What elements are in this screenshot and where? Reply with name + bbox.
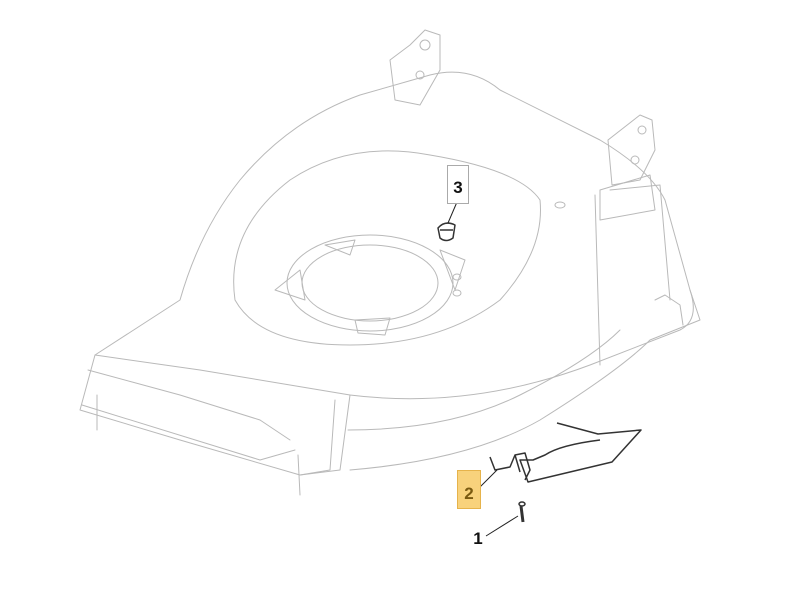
- callout-1[interactable]: 1: [473, 529, 483, 548]
- mower-deck: [79, 29, 701, 496]
- callout-box-2-highlighted: [457, 470, 481, 509]
- part-3-clip[interactable]: [437, 222, 456, 242]
- part-1-screw[interactable]: [518, 501, 526, 523]
- part-2-deflector[interactable]: [489, 422, 642, 483]
- callout-2[interactable]: 2: [464, 484, 474, 503]
- callout-3[interactable]: 3: [453, 178, 463, 197]
- callout-box-3: [447, 165, 469, 204]
